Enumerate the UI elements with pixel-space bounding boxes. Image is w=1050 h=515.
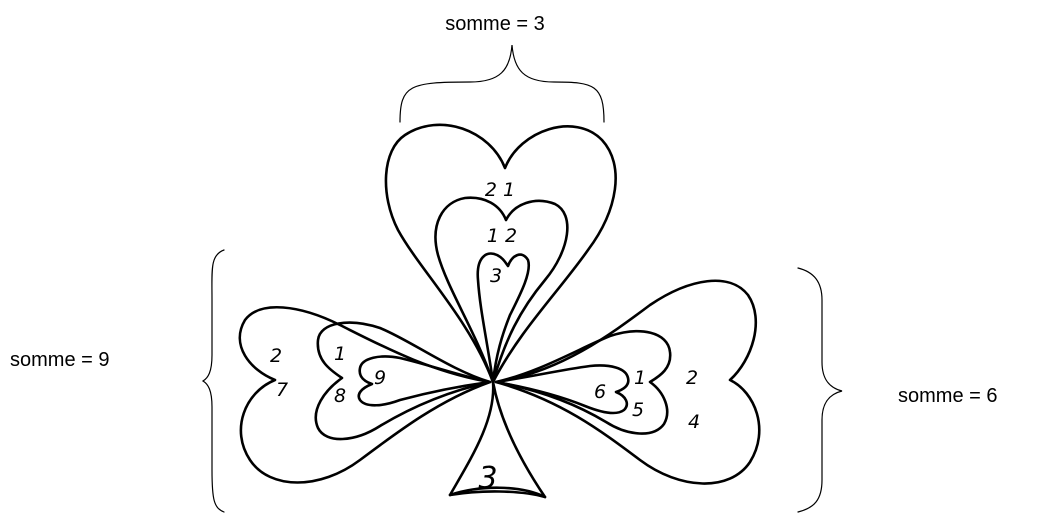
right-leaf-middle-top-number: 1 [634,367,646,389]
top-brace [400,45,604,122]
left-leaf-middle-top-number: 1 [334,343,346,365]
label-left: somme = 9 [10,349,109,371]
label-right: somme = 6 [898,385,997,407]
left-leaf-middle [316,323,490,439]
top-leaf-middle-numbers: 1 2 [487,225,517,247]
right-leaf-inner-number: 6 [594,381,606,403]
stem-number: 3 [478,461,497,496]
left-leaf-middle-bottom-number: 8 [334,385,346,407]
top-leaf-outer-numbers: 2 1 [485,179,515,201]
right-leaf-outer-bottom-number: 4 [688,411,700,433]
left-leaf-outer-bottom-number: 7 [276,379,288,401]
left-leaf-inner-number: 9 [374,367,386,389]
left-brace [203,250,224,512]
label-top: somme = 3 [445,13,544,35]
right-brace [798,268,842,512]
left-leaf-outer-top-number: 2 [270,345,282,367]
right-leaf-outer-top-number: 2 [686,367,698,389]
right-leaf-middle-bottom-number: 5 [632,399,644,421]
top-leaf-inner-number: 3 [490,265,502,287]
